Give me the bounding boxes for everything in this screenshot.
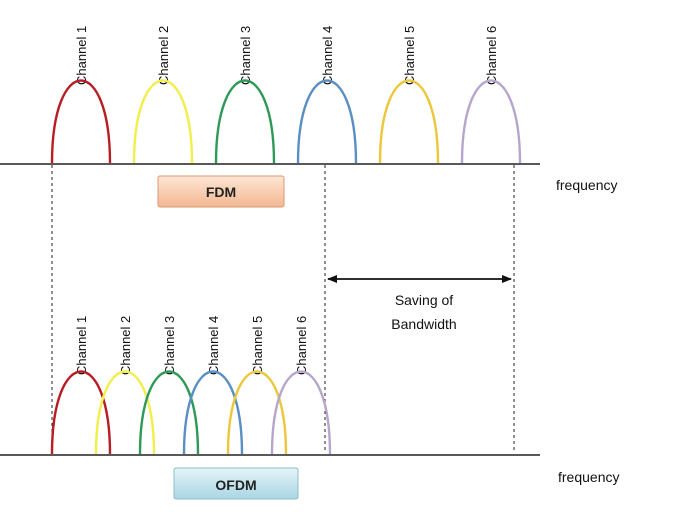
ofdm-box-label: OFDM — [215, 477, 256, 493]
ofdm-channel-1-curve — [50, 370, 112, 455]
fdm-channel-5-label: Channel 5 — [402, 26, 417, 85]
ofdm-frequency-label: frequency — [558, 469, 619, 485]
ofdm-channel-4-curve — [182, 370, 244, 455]
fdm-frequency-label: frequency — [556, 177, 617, 193]
fdm-channel-1-curve — [50, 79, 112, 164]
fdm-box-label: FDM — [206, 184, 236, 200]
fdm-channel-curves — [50, 79, 522, 164]
ofdm-channel-6-label: Channel 6 — [294, 316, 309, 375]
fdm-channel-2-label: Channel 2 — [156, 26, 171, 85]
fdm-channel-1-label: Channel 1 — [74, 26, 89, 85]
fdm-channel-5-curve — [378, 79, 440, 164]
fdm-channel-4-label: Channel 4 — [320, 26, 335, 85]
fdm-channel-2-curve — [132, 79, 194, 164]
fdm-channel-6-curve — [460, 79, 522, 164]
ofdm-channel-6-curve — [270, 370, 332, 455]
ofdm-channel-labels: Channel 1 Channel 2 Channel 3 Channel 4 Chan… — [74, 316, 309, 375]
fdm-channel-3-curve — [214, 79, 276, 164]
fdm-box — [157, 175, 285, 208]
ofdm-box — [173, 467, 299, 500]
ofdm-channel-2-label: Channel 2 — [118, 316, 133, 375]
ofdm-channel-4-label: Channel 4 — [206, 316, 221, 375]
fdm-channel-4-curve — [296, 79, 358, 164]
ofdm-channel-curves — [50, 370, 332, 455]
fdm-channel-labels: Channel 1 Channel 2 Channel 3 Channel 4 Chan… — [74, 26, 499, 85]
ofdm-channel-3-label: Channel 3 — [162, 316, 177, 375]
saving-label-line1: Saving of — [395, 292, 453, 308]
ofdm-channel-2-curve — [94, 370, 156, 455]
ofdm-channel-5-curve — [226, 370, 288, 455]
saving-label-line2: Bandwidth — [391, 316, 456, 332]
fdm-channel-6-label: Channel 6 — [484, 26, 499, 85]
ofdm-channel-1-label: Channel 1 — [74, 316, 89, 375]
ofdm-channel-3-curve — [138, 370, 200, 455]
ofdm-channel-5-label: Channel 5 — [250, 316, 265, 375]
fdm-channel-3-label: Channel 3 — [238, 26, 253, 85]
